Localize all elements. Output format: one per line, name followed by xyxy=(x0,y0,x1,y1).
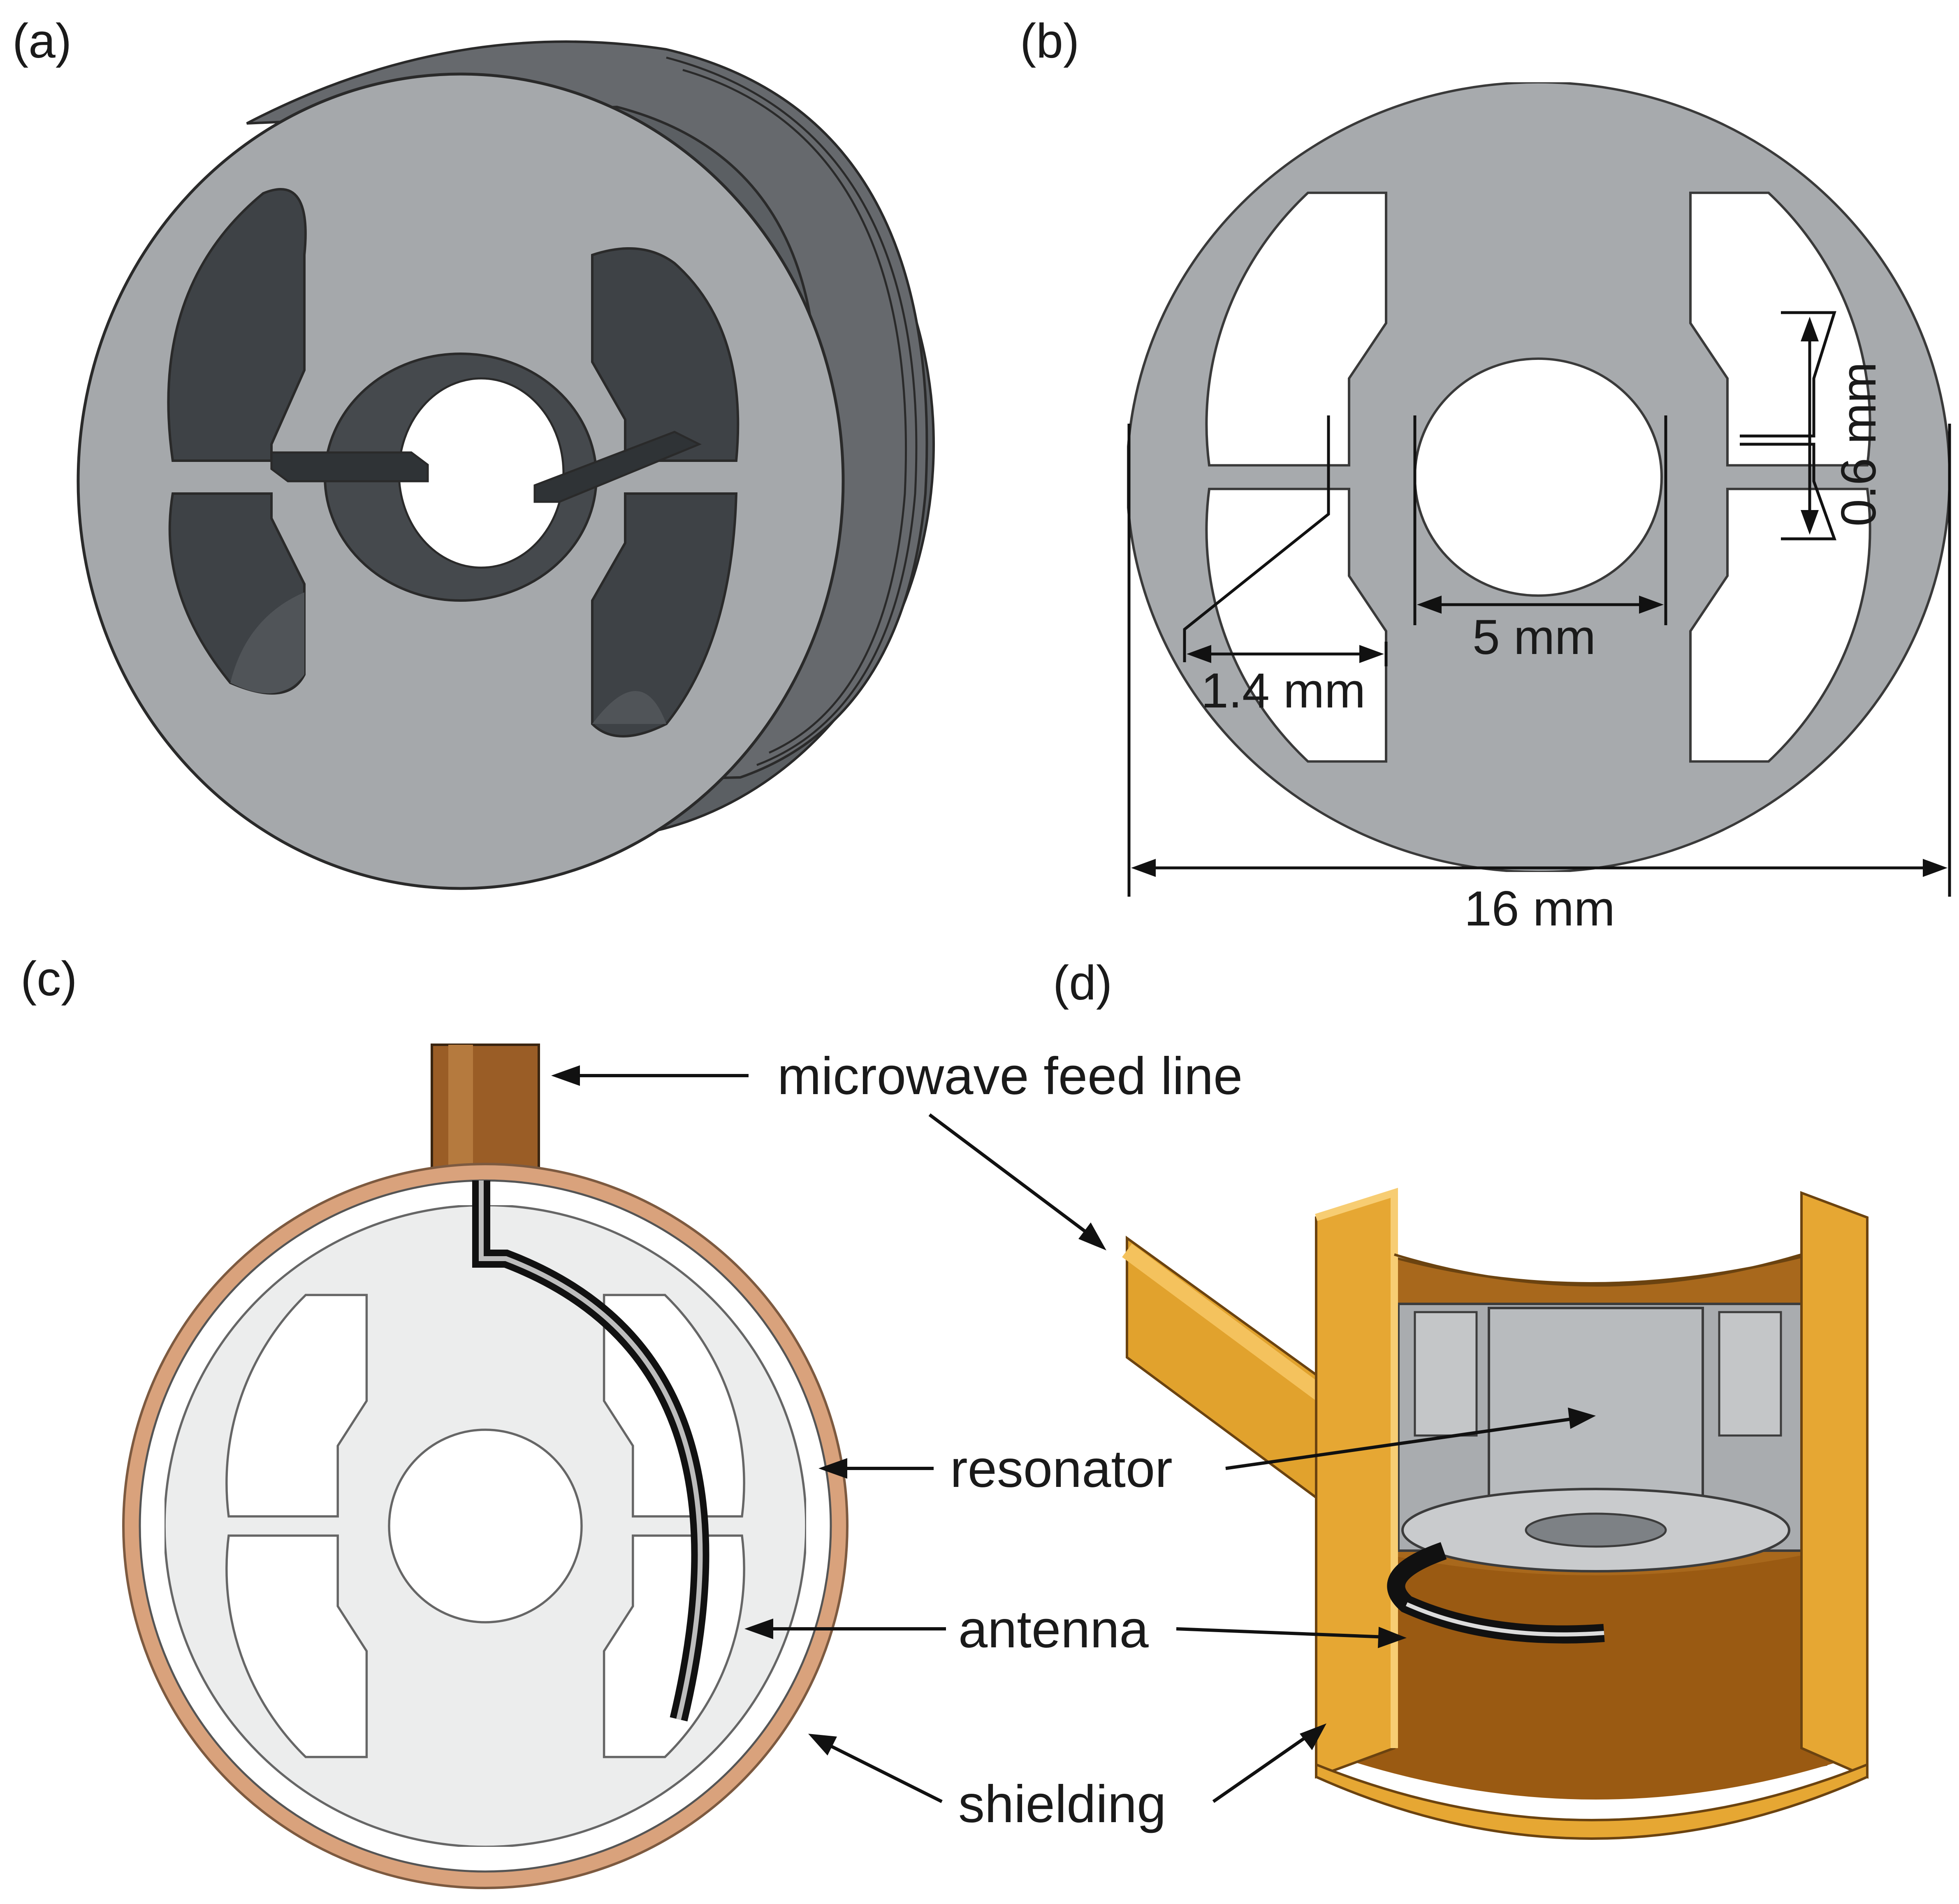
dimension-bore-label: 5 mm xyxy=(1472,610,1596,665)
panel-c-assembly-plan xyxy=(122,1044,849,1889)
panel-a-resonator-3d xyxy=(77,40,935,890)
dimension-outer-label: 16 mm xyxy=(1464,881,1615,936)
dimension-wall xyxy=(1183,415,1388,666)
callout-antenna-label: antenna xyxy=(958,1600,1149,1659)
callout-resonator-label: resonator xyxy=(950,1440,1173,1498)
panel-label-a: (a) xyxy=(12,14,72,68)
shielding-3d-right xyxy=(1800,1191,1869,1779)
shielding-3d-left xyxy=(1315,1191,1396,1779)
panel-label-b: (b) xyxy=(1020,14,1079,68)
callout-feed-label: microwave feed line xyxy=(777,1047,1243,1106)
split-gap-left xyxy=(270,451,429,482)
slot-lower-right xyxy=(591,492,738,737)
callout-shielding-label: shielding xyxy=(958,1775,1166,1834)
panel-b-plan-view: 16 mm 5 mm 1.4 mm 0.6 mm xyxy=(1127,82,1951,936)
feed-line-pipe xyxy=(431,1044,540,1182)
panel-label-c: (c) xyxy=(21,952,77,1006)
panel-label-d: (d) xyxy=(1053,956,1112,1010)
slot-upper-right xyxy=(591,247,740,462)
callout-arrows xyxy=(551,1065,1596,1803)
dimension-gap-label: 0.6 mm xyxy=(1831,362,1886,526)
dimension-outer xyxy=(1127,424,1951,897)
dimension-wall-label: 1.4 mm xyxy=(1201,663,1366,718)
dimension-bore xyxy=(1413,415,1667,625)
dimension-gap xyxy=(1740,311,1836,540)
slot-upper-left xyxy=(167,188,307,462)
panel-d-assembly-3d xyxy=(1122,1187,1869,1840)
split-gap-right xyxy=(533,431,702,503)
